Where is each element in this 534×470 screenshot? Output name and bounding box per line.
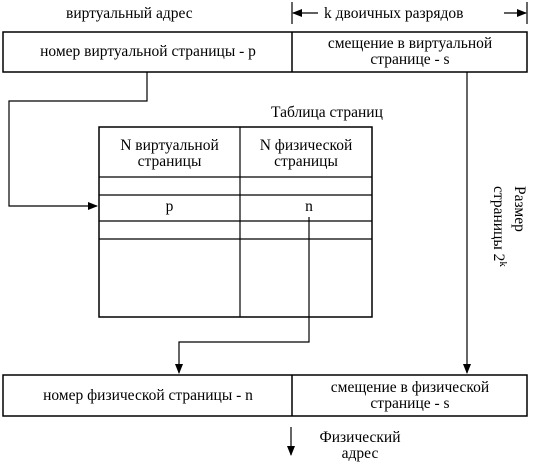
virtual-address-register (2, 31, 528, 73)
physical-page-arrow (175, 217, 310, 374)
physical-offset-line2: странице - s (370, 395, 450, 412)
virtual-page-to-table-arrow (8, 72, 148, 210)
page-table-col1-header: N виртуальной страницы (99, 138, 240, 170)
virtual-address-title: виртуальный адрес (66, 5, 193, 22)
page-table-row-physical: n (305, 198, 313, 215)
physical-offset-label: смещение в физической странице - s (293, 380, 527, 412)
page-table-col2-header: N физической страницы (240, 138, 372, 170)
col2-header-line2: страницы (274, 153, 338, 170)
physical-offset-line1: смещение в физической (330, 379, 490, 396)
page-size-line2: страницы 2k (490, 186, 511, 296)
page-size-exponent: k (497, 261, 509, 267)
physical-address-title-line1: Физический (319, 429, 401, 446)
bits-label: k двоичных разрядов (322, 5, 466, 22)
virtual-offset-label: смещение в виртуальной странице - s (293, 36, 527, 68)
virtual-offset-line2: странице - s (370, 51, 450, 68)
col1-header-line1: N виртуальной (120, 137, 219, 154)
page-table-frame (98, 126, 373, 318)
virtual-page-number-label: номер виртуальной страницы - p (40, 43, 256, 60)
page-size-label: Размер страницы 2k (478, 186, 528, 296)
physical-page-number-label: номер физической страницы - n (43, 387, 253, 404)
physical-address-title: Физический адрес (300, 430, 420, 462)
page-table-title: Таблица страниц (271, 104, 383, 121)
page-size-line1: Размер (511, 186, 528, 232)
col2-header-line1: N физической (259, 137, 353, 154)
virtual-offset-line1: смещение в виртуальной (327, 35, 493, 52)
col1-header-line2: страницы (137, 153, 202, 170)
physical-address-register (2, 374, 528, 417)
physical-address-title-line2: адрес (341, 445, 379, 462)
page-size-line2-text: страницы 2 (489, 186, 507, 262)
page-table-row-virtual: p (165, 198, 174, 215)
